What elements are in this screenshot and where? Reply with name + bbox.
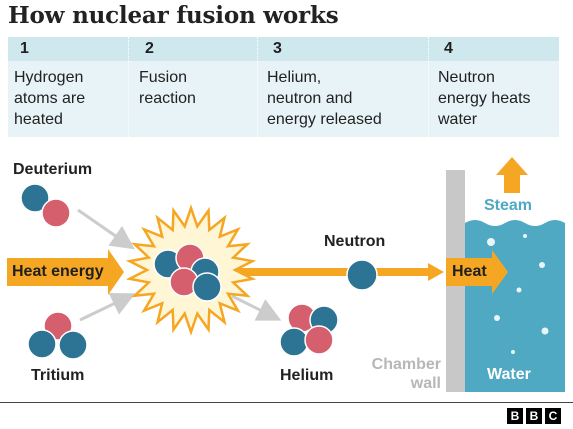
bubble: [541, 327, 549, 335]
bbc-logo: B B C: [507, 408, 561, 424]
heat-arrow: [446, 250, 508, 294]
proton-particle: [304, 325, 334, 355]
bubble: [523, 234, 527, 238]
deuterium-arrow: [77, 208, 135, 250]
helium-arrow: [231, 294, 282, 321]
neutron-particle: [192, 272, 222, 302]
bubble: [539, 262, 545, 268]
step-1-text: Hydrogen atoms are heated: [14, 69, 86, 128]
tritium-label: Tritium: [31, 367, 85, 384]
steps-header-band: [8, 37, 559, 61]
neutron-particle: [279, 327, 309, 357]
heat-label: Heat: [452, 263, 487, 280]
bubble: [516, 287, 522, 293]
proton-particle: [41, 198, 71, 228]
step-divider: [257, 37, 258, 137]
step-divider: [128, 37, 129, 137]
step-4-text: Neutron energy heats water: [438, 69, 531, 128]
energy-beam: [236, 268, 432, 276]
water-label: Water: [487, 366, 531, 383]
steam-arrow: [496, 157, 528, 193]
bbc-logo-letter: C: [545, 408, 561, 424]
energy-beam-head: [428, 263, 444, 281]
step-3-number: 3: [273, 40, 282, 57]
helium-label: Helium: [280, 367, 334, 384]
page-title: How nuclear fusion works: [8, 2, 339, 29]
neutron-particle: [27, 329, 57, 359]
step-3-text: Helium, neutron and energy released: [267, 69, 382, 128]
free-neutron: [346, 259, 378, 291]
step-4-number: 4: [444, 40, 453, 57]
step-2-text: Fusion reaction: [139, 69, 196, 107]
bbc-logo-letter: B: [507, 408, 523, 424]
neutron-particle: [20, 183, 50, 213]
step-divider: [428, 37, 429, 137]
bubble: [487, 238, 495, 246]
step-1-number: 1: [20, 40, 29, 57]
steam-label: Steam: [484, 197, 533, 214]
chamber-wall-label: Chamber wall: [371, 356, 441, 392]
neutron-particle: [58, 330, 88, 360]
heat-energy-label: Heat energy: [12, 263, 104, 280]
footer-divider: [0, 402, 573, 403]
bbc-logo-letter: B: [526, 408, 542, 424]
heat-energy-arrow: [7, 249, 124, 295]
deuterium-label: Deuterium: [13, 161, 93, 178]
bubble: [511, 350, 515, 354]
step-2-number: 2: [145, 40, 154, 57]
bubble: [494, 315, 500, 321]
neutron-label: Neutron: [324, 233, 386, 250]
steps-panel: 1 Hydrogen atoms are heated 2 Fusion rea…: [8, 37, 559, 137]
tritium-arrow: [79, 292, 136, 322]
